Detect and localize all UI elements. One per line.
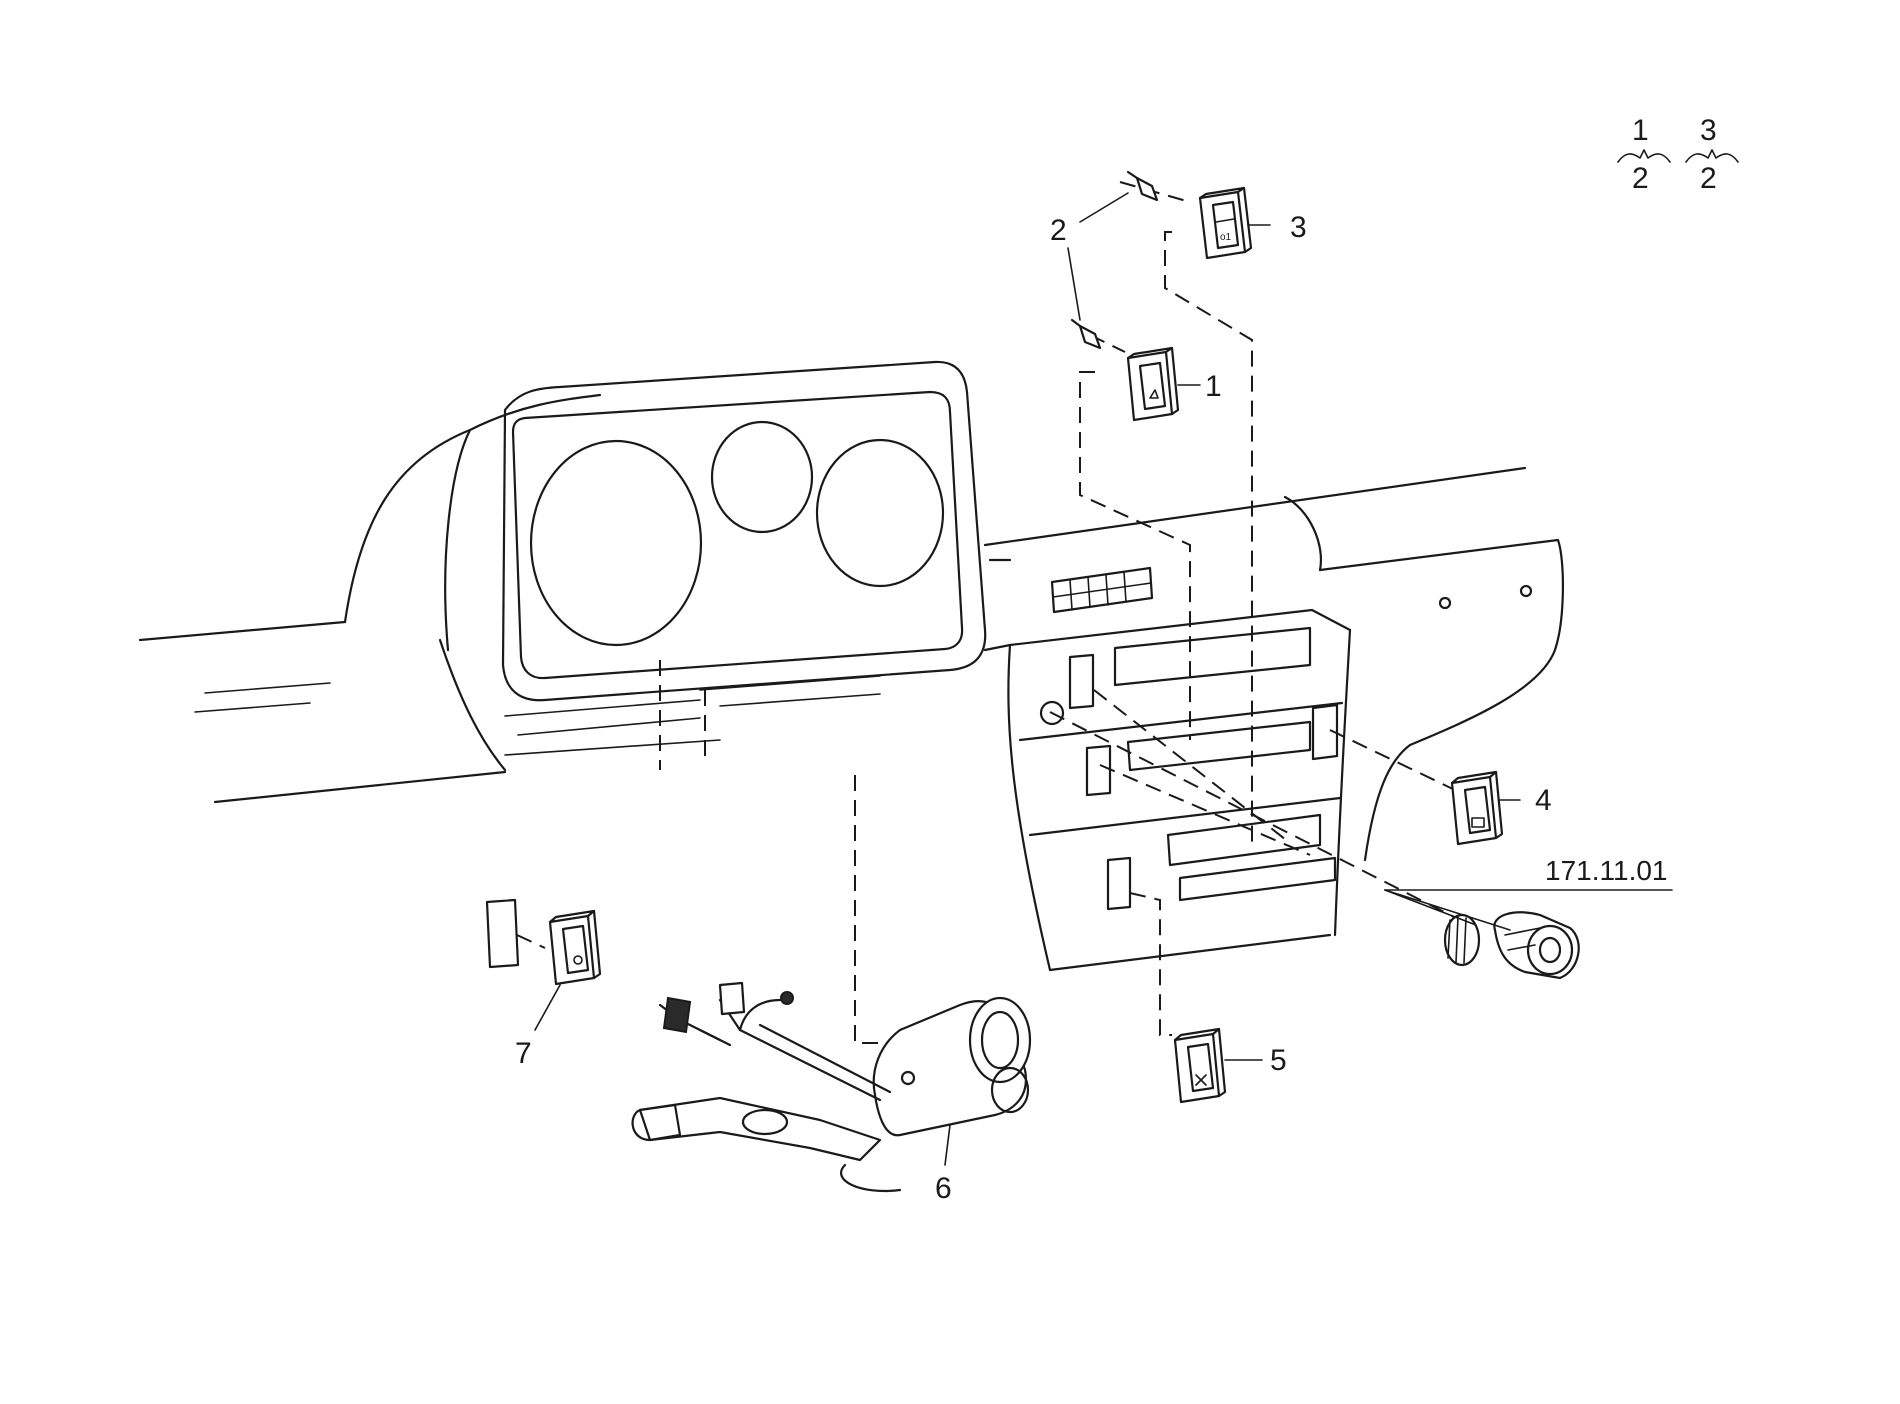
center-console bbox=[983, 608, 1352, 972]
callout-2: 2 bbox=[1050, 214, 1067, 247]
callout-6: 6 bbox=[935, 1172, 952, 1205]
legend-a-top: 1 bbox=[1632, 114, 1649, 147]
bulb-holder-lower bbox=[1070, 318, 1102, 350]
callout-7: 7 bbox=[515, 1037, 532, 1070]
legend-a-bottom: 2 bbox=[1632, 162, 1649, 195]
combination-switch bbox=[631, 981, 1032, 1193]
legend-b-bottom: 2 bbox=[1700, 162, 1717, 195]
cigarette-lighter bbox=[1443, 911, 1580, 980]
dashboard-outline bbox=[138, 360, 1565, 862]
rocker-switch-7 bbox=[548, 909, 602, 986]
callout-1: 1 bbox=[1205, 370, 1222, 403]
callout-5: 5 bbox=[1270, 1044, 1287, 1077]
air-vent bbox=[1050, 566, 1154, 614]
rocker-switch-5 bbox=[1173, 1027, 1227, 1104]
leader-lines bbox=[534, 192, 1673, 1166]
legend-b-top: 3 bbox=[1700, 114, 1717, 147]
reference-number: 171.11.01 bbox=[1545, 855, 1668, 886]
rocker-switch-1 bbox=[1126, 346, 1180, 422]
blanking-plate bbox=[485, 898, 520, 969]
svg-text:o1: o1 bbox=[1220, 232, 1232, 243]
rocker-switch-4 bbox=[1450, 770, 1504, 846]
callout-4: 4 bbox=[1535, 784, 1552, 817]
bulb-holder-upper bbox=[1126, 170, 1159, 202]
callout-3: 3 bbox=[1290, 211, 1307, 244]
quantity-legend: 1 2 3 2 bbox=[1617, 114, 1739, 195]
rocker-switch-3: o1 bbox=[1198, 186, 1253, 260]
